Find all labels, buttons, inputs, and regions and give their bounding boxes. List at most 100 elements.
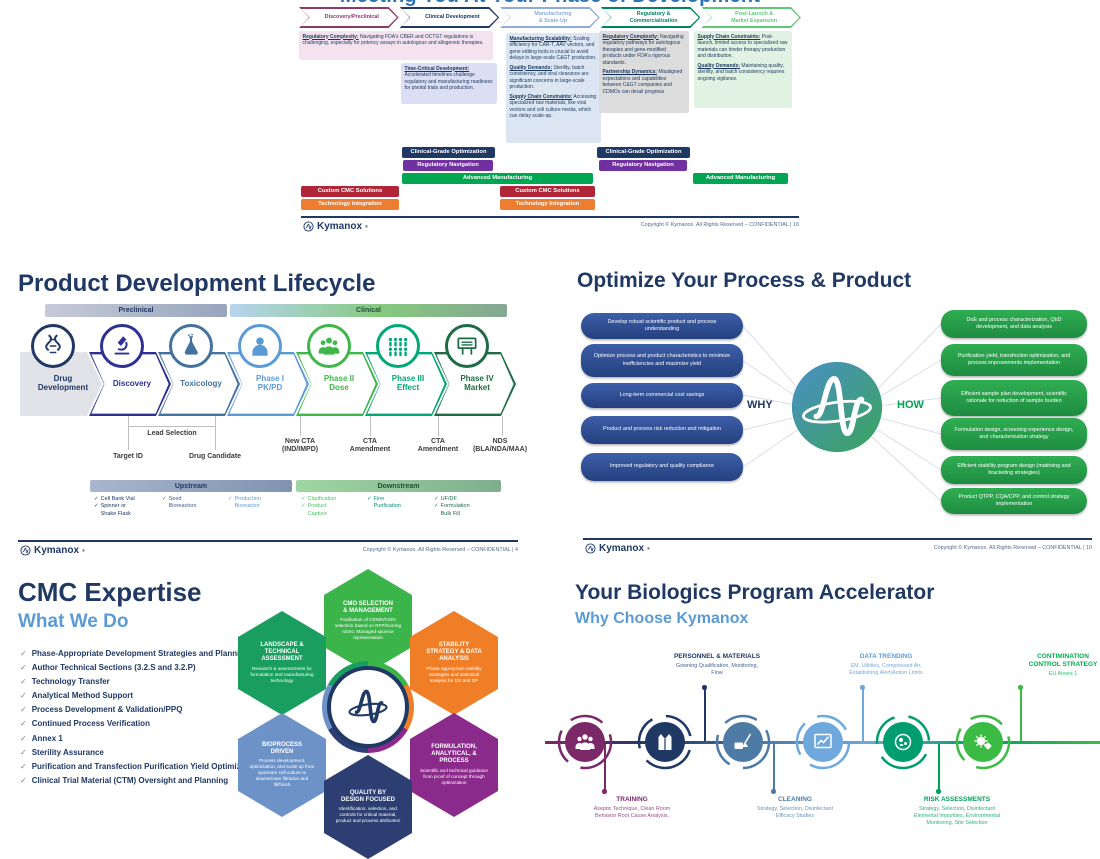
discovery-challenges-block: Regulatory Complexity: Navigating FDA's … — [299, 31, 493, 60]
connector-line — [300, 416, 301, 436]
how-item: Efficient sample plan development, scien… — [941, 380, 1087, 416]
patient-group-icon — [307, 324, 351, 368]
how-item: Efficient stability program design (matr… — [941, 456, 1087, 484]
connector-stem — [604, 744, 606, 791]
check-icon: ✓ — [162, 496, 167, 502]
check-icon: ✓ — [434, 496, 439, 502]
checklist-item: ✓Purification and Transfection Purificat… — [20, 761, 260, 771]
stem-dot — [1018, 685, 1023, 690]
how-label: HOW — [897, 399, 924, 411]
chevron-post-launch: Post-Launch & Market Expansion — [701, 7, 801, 28]
slide-subtitle: What We Do — [18, 611, 129, 632]
stage-toxicology: Toxicology — [158, 352, 240, 416]
check-icon: ✓ — [20, 719, 27, 729]
lead-selection-bracket — [128, 426, 215, 427]
stem-dot — [771, 789, 776, 794]
what-we-do-checklist: ✓Phase-Appropriate Development Strategie… — [20, 649, 268, 790]
connector-stem — [773, 744, 775, 791]
check-icon: ✓ — [228, 496, 233, 502]
patient-crowd-icon — [376, 324, 420, 368]
virus-icon — [955, 714, 1011, 770]
downstream-col-3: ✓UF/DF ✓Formulation Bulk Fill — [434, 496, 470, 517]
footer-rule — [301, 216, 799, 218]
footer-rule — [18, 540, 518, 542]
slide-cmc-expertise: CMC Expertise What We Do ✓Phase-Appropri… — [0, 565, 530, 859]
why-item: Long-term commercial cost savings — [581, 383, 743, 408]
kymanox-logo-icon — [20, 545, 31, 556]
check-icon: ✓ — [367, 496, 372, 502]
connector-line — [502, 416, 503, 436]
check-icon: ✓ — [301, 496, 306, 502]
why-label: WHY — [747, 399, 773, 411]
connector-line — [215, 416, 216, 450]
slide-phases-of-development: Meeting You At Your Phase of Development… — [295, 0, 805, 236]
slide-optimize-process-product: Optimize Your Process & Product Develop … — [575, 268, 1100, 560]
hexagon-cmo-selection: CMO SELECTION & MANAGEMENT Facilitation … — [324, 569, 412, 673]
how-item: Purification yield, transfection optimiz… — [941, 344, 1087, 376]
clinical-phase-bar: Clinical — [230, 304, 507, 317]
stage-phase1: Phase I PK/PD — [227, 352, 309, 416]
downstream-col-2: ✓Fine Purification — [367, 496, 401, 510]
connector-stem — [862, 689, 864, 742]
chevron-manufacturing-scaleup: Manufacturing & Scale-Up — [500, 7, 600, 28]
footer-rule — [583, 538, 1092, 540]
check-icon: ✓ — [20, 677, 27, 687]
regulatory-challenges-block: Regulatory Complexity: Navigating regula… — [599, 31, 689, 113]
connector-line — [438, 416, 439, 436]
stem-dot — [936, 789, 941, 794]
manufacturing-challenges-block: Manufacturing Scalability: Scaling effic… — [506, 33, 601, 143]
how-item: Product QTPP, CQA/CPP, and control strat… — [941, 488, 1087, 514]
slide-title: Product Development Lifecycle — [18, 270, 376, 297]
preclinical-phase-bar: Preclinical — [45, 304, 227, 317]
kymanox-logo-badge — [790, 360, 884, 459]
check-icon: ✓ — [20, 733, 27, 743]
label-personnel-materials: PERSONNEL & MATERIALS Gowning Qualificat… — [673, 653, 761, 676]
how-item: DoE and process characterization, QbD de… — [941, 310, 1087, 338]
bar-custom-cmc-solutions: Custom CMC Solutions — [301, 186, 399, 197]
checklist-item: ✓Clinical Trial Material (CTM) Oversight… — [20, 775, 229, 785]
slide-title: Your Biologics Program Accelerator — [575, 581, 935, 604]
microbe-icon — [875, 714, 931, 770]
lab-coat-icon — [637, 714, 693, 770]
checklist-item: ✓Analytical Method Support — [20, 691, 134, 701]
check-icon: ✓ — [20, 691, 27, 701]
check-icon: ✓ — [20, 747, 27, 757]
upstream-col-1: ✓Cell Bank Vial ✓Spinner or Shake Flask — [94, 496, 135, 517]
hexagon-quality-by-design: QUALITY BY DESIGN FOCUSED Identification… — [324, 755, 412, 859]
phase-chevron-row: Discovery/Preclinical Clinical Developme… — [299, 7, 801, 28]
milestone-lead-selection: Lead Selection — [145, 430, 199, 439]
slide-title: Meeting You At Your Phase of Development — [295, 0, 805, 8]
kymanox-logo: Kymanox® — [303, 221, 368, 232]
slide-title: CMC Expertise — [18, 577, 202, 607]
bar-regulatory-navigation: Regulatory Navigation — [403, 160, 493, 171]
bar-regulatory-navigation: Regulatory Navigation — [599, 160, 687, 171]
connector-stem — [938, 744, 940, 791]
hexagon-stability-strategy: STABILITY STRATEGY & DATA ANALYSIS Phase… — [410, 611, 498, 715]
label-data-trending: DATA TRENDING EM, Utilities, Compressed … — [849, 653, 923, 676]
label-risk-assessments: RISK ASSESSMENTS Strategy, Selection, Di… — [913, 796, 1001, 827]
chevron-clinical-development: Clinical Development — [400, 7, 500, 28]
billboard-icon — [445, 324, 489, 368]
microscope-icon — [100, 324, 144, 368]
check-icon: ✓ — [20, 705, 27, 715]
connector-stem — [704, 689, 706, 742]
checklist-item: ✓Author Technical Sections (3.2.S and 3.… — [20, 663, 196, 673]
why-item: Product and process risk reduction and m… — [581, 416, 743, 444]
checklist-item: ✓Phase-Appropriate Development Strategie… — [20, 649, 250, 658]
slide-product-development-lifecycle: Product Development Lifecycle Preclinica… — [10, 268, 530, 560]
checklist-item: ✓Annex 1 — [20, 733, 63, 743]
why-item: Improved regulatory and quality complian… — [581, 453, 743, 481]
bar-advanced-manufacturing: Advanced Manufacturing — [402, 173, 593, 184]
kymanox-logo: Kymanox® — [585, 543, 650, 554]
checklist-item: ✓Technology Transfer — [20, 677, 110, 687]
check-icon: ✓ — [20, 649, 27, 658]
bar-technology-integration: Technology Integration — [500, 199, 595, 210]
why-item: Develop robust scientific product and pr… — [581, 313, 743, 339]
clinical-challenges-block: Time-Critical Development: Accelerated t… — [401, 63, 497, 104]
check-icon: ✓ — [20, 663, 27, 673]
label-cleaning: CLEANING Strategy, Selection, Disinfecta… — [756, 796, 833, 819]
kymanox-logo-icon — [585, 543, 596, 554]
stem-dot — [702, 685, 707, 690]
slide-biologics-accelerator: Your Biologics Program Accelerator Why C… — [545, 565, 1100, 826]
checklist-item: ✓Process Development & Validation/PPQ — [20, 705, 183, 715]
